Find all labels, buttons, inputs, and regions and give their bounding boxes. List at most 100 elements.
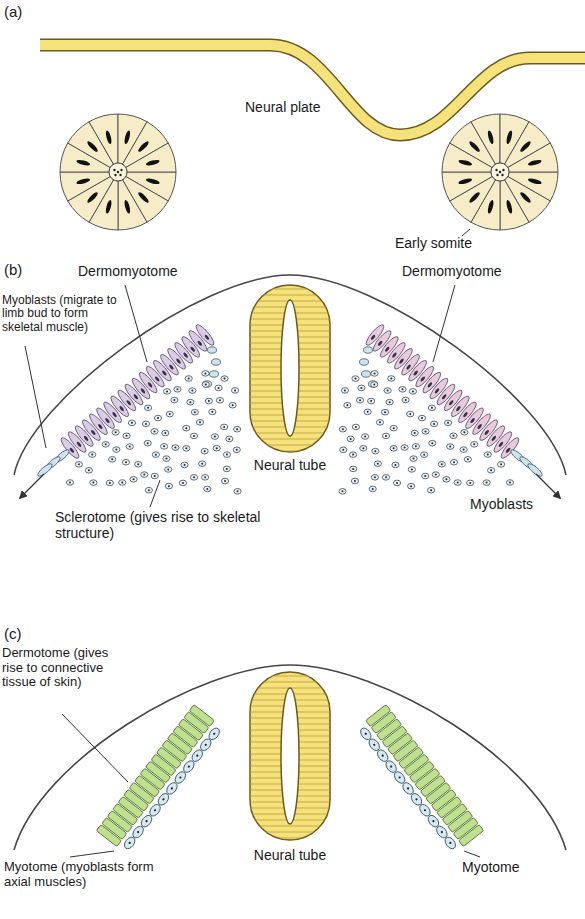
- sclerotome-cell: [376, 420, 383, 426]
- cell-nucleus: [365, 733, 367, 735]
- dermotome-myotome: [96, 705, 221, 851]
- cell-nucleus: [487, 130, 495, 145]
- sclerotome-cell: [163, 389, 170, 395]
- leader-line: [70, 851, 114, 857]
- cell-nucleus: [188, 765, 190, 767]
- cell-nucleus: [145, 820, 147, 822]
- cell-nucleus: [92, 482, 94, 484]
- cell-nucleus: [458, 159, 473, 167]
- sclerotome-cell: [162, 430, 169, 436]
- cell-nucleus: [218, 387, 220, 389]
- cell-nucleus: [389, 401, 391, 403]
- cell-nucleus: [354, 480, 356, 482]
- sclerotome-cell: [223, 452, 230, 458]
- cell-nucleus: [432, 820, 434, 822]
- part-label: (a): [4, 4, 22, 21]
- sclerotome-cell: [428, 405, 435, 411]
- cell-nucleus: [205, 744, 207, 746]
- sclerotome-cell: [438, 461, 445, 467]
- sclerotome-cell: [484, 452, 491, 458]
- cell-nucleus: [377, 463, 379, 465]
- cell-nucleus: [86, 140, 99, 153]
- sclerotome-cell: [211, 434, 218, 440]
- sclerotome-cell: [351, 478, 358, 484]
- sclerotome-cell: [432, 472, 439, 478]
- tube-cell-wall: [250, 832, 330, 833]
- cell-nucleus: [164, 432, 166, 434]
- cell-nucleus: [123, 130, 131, 145]
- sclerotome-cell: [161, 444, 168, 450]
- part-label: Dermomyotome: [402, 264, 502, 280]
- sclerotome-cell: [339, 488, 346, 494]
- cell-nucleus: [500, 463, 502, 465]
- cell-nucleus: [69, 481, 71, 483]
- cell-nucleus: [145, 159, 160, 167]
- sclerotome-cell: [483, 480, 490, 486]
- cell-nucleus: [486, 482, 488, 484]
- sclerotome-cell: [152, 452, 159, 458]
- cell-nucleus: [344, 389, 346, 391]
- myoblast-cell: [208, 347, 217, 353]
- cell-nucleus: [204, 372, 206, 374]
- sclerotome-cell: [190, 475, 197, 481]
- sclerotome-cell: [202, 371, 209, 377]
- sclerotome-cell: [369, 486, 376, 492]
- cell-nucleus: [168, 485, 170, 487]
- cell-nucleus: [411, 468, 413, 470]
- cell-nucleus: [237, 490, 239, 492]
- cell-nucleus: [505, 130, 513, 145]
- cell-nucleus: [166, 390, 168, 392]
- cell-nucleus: [379, 421, 381, 423]
- part-label: (b): [4, 262, 22, 279]
- part-label: Dermotome (gives rise to connective tiss…: [2, 646, 120, 690]
- sclerotome-cell: [128, 420, 135, 426]
- part-label: Neural tube: [240, 848, 340, 864]
- sclerotome-cell: [374, 461, 381, 467]
- cell-nucleus: [169, 413, 171, 415]
- cell-nucleus: [425, 430, 427, 432]
- somite: [442, 114, 558, 230]
- cell-nucleus: [527, 177, 542, 185]
- cell-nucleus: [458, 177, 473, 185]
- sclerotome-cell: [229, 402, 236, 408]
- cell-nucleus: [173, 399, 175, 401]
- sclerotome-cell: [390, 446, 397, 452]
- sclerotome-cell: [408, 467, 415, 473]
- tube-cell-wall: [250, 826, 330, 827]
- cell-nucleus: [342, 449, 344, 451]
- sclerotome-cell: [144, 440, 151, 446]
- tube-cell-wall: [250, 838, 330, 839]
- cell-nucleus: [105, 443, 107, 445]
- part-label: Neural plate: [245, 100, 321, 116]
- somite-cell: [508, 143, 558, 172]
- cell-nucleus: [121, 482, 123, 484]
- cell-nucleus: [157, 417, 159, 419]
- sclerotome-cell: [450, 459, 457, 465]
- sclerotome-cell: [135, 461, 142, 467]
- cell-nucleus: [125, 461, 127, 463]
- leader-line: [62, 714, 128, 782]
- sclerotome-cell: [381, 409, 388, 415]
- cell-nucleus: [342, 428, 344, 430]
- cell-nucleus: [76, 159, 91, 167]
- sclerotome-cell: [183, 425, 190, 431]
- dermotome-cell: [96, 825, 121, 847]
- cell-nucleus: [145, 177, 160, 185]
- dermotome-cell: [459, 825, 484, 847]
- cell-nucleus: [188, 377, 190, 379]
- sclerotome-cell: [213, 445, 220, 451]
- sclerotome-cell: [122, 459, 129, 465]
- cell-nucleus: [137, 140, 150, 153]
- sclerotome-cell: [344, 402, 351, 408]
- cell-nucleus: [352, 454, 354, 456]
- somite-cell: [60, 172, 110, 201]
- sclerotome-cell: [444, 420, 451, 426]
- cell-nucleus: [177, 388, 179, 390]
- cell-nucleus: [390, 765, 392, 767]
- sclerotome-cell: [165, 467, 172, 473]
- sclerotome-cell: [145, 487, 152, 493]
- cell-nucleus: [226, 468, 228, 470]
- cell-nucleus: [185, 447, 187, 449]
- sclerotome-cell: [233, 447, 240, 453]
